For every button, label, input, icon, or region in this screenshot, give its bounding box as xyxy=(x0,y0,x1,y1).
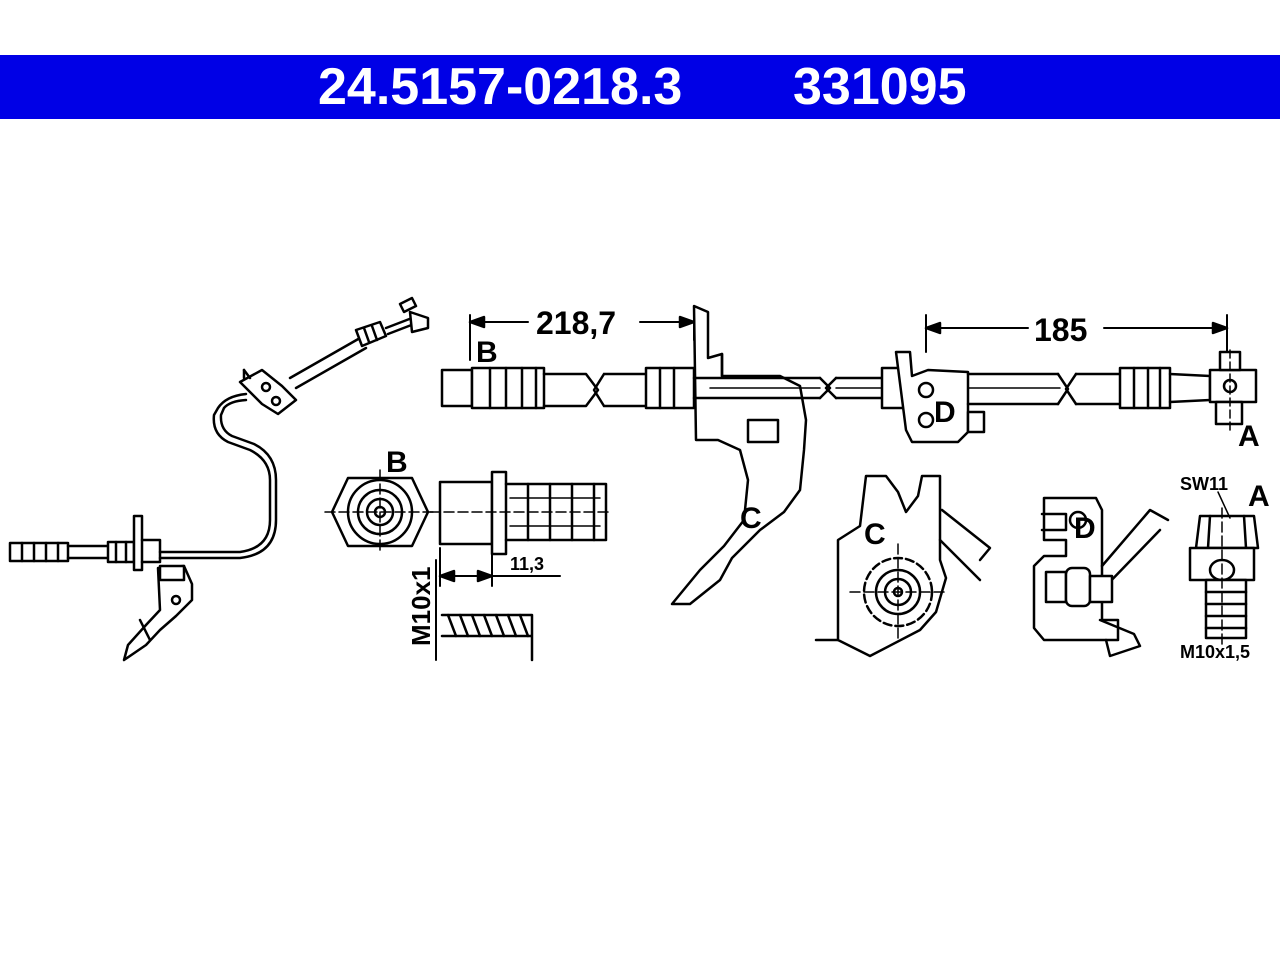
label-a-main: A xyxy=(1238,420,1260,453)
label-a-detail: A xyxy=(1248,480,1270,513)
detail-d xyxy=(1032,496,1170,658)
dim-wrench-size: SW11 xyxy=(1180,474,1228,494)
title-bar: 24.5157-0218.3 331095 xyxy=(0,55,1280,119)
label-d-main: D xyxy=(934,396,956,429)
isometric-hose-view xyxy=(8,296,430,662)
part-number: 24.5157-0218.3 xyxy=(318,58,683,116)
label-b-main: B xyxy=(476,336,498,369)
dim-thread-a: M10x1,5 xyxy=(1180,642,1250,662)
dim-length-right: 185 xyxy=(1034,312,1087,348)
label-b-detail: B xyxy=(386,446,408,479)
detail-a xyxy=(1188,491,1260,645)
reference-number: 331095 xyxy=(793,58,967,116)
dim-thread-b: M10x1 xyxy=(406,567,436,647)
label-c-detail: C xyxy=(864,518,886,551)
main-hose-view xyxy=(440,304,1258,606)
detail-c xyxy=(814,474,992,658)
dim-length-left: 218,7 xyxy=(536,305,616,341)
label-c-main: C xyxy=(740,502,762,535)
label-d-detail: D xyxy=(1074,512,1096,545)
dim-detail-b-offset: 11,3 xyxy=(510,554,544,574)
detail-b xyxy=(324,469,611,662)
